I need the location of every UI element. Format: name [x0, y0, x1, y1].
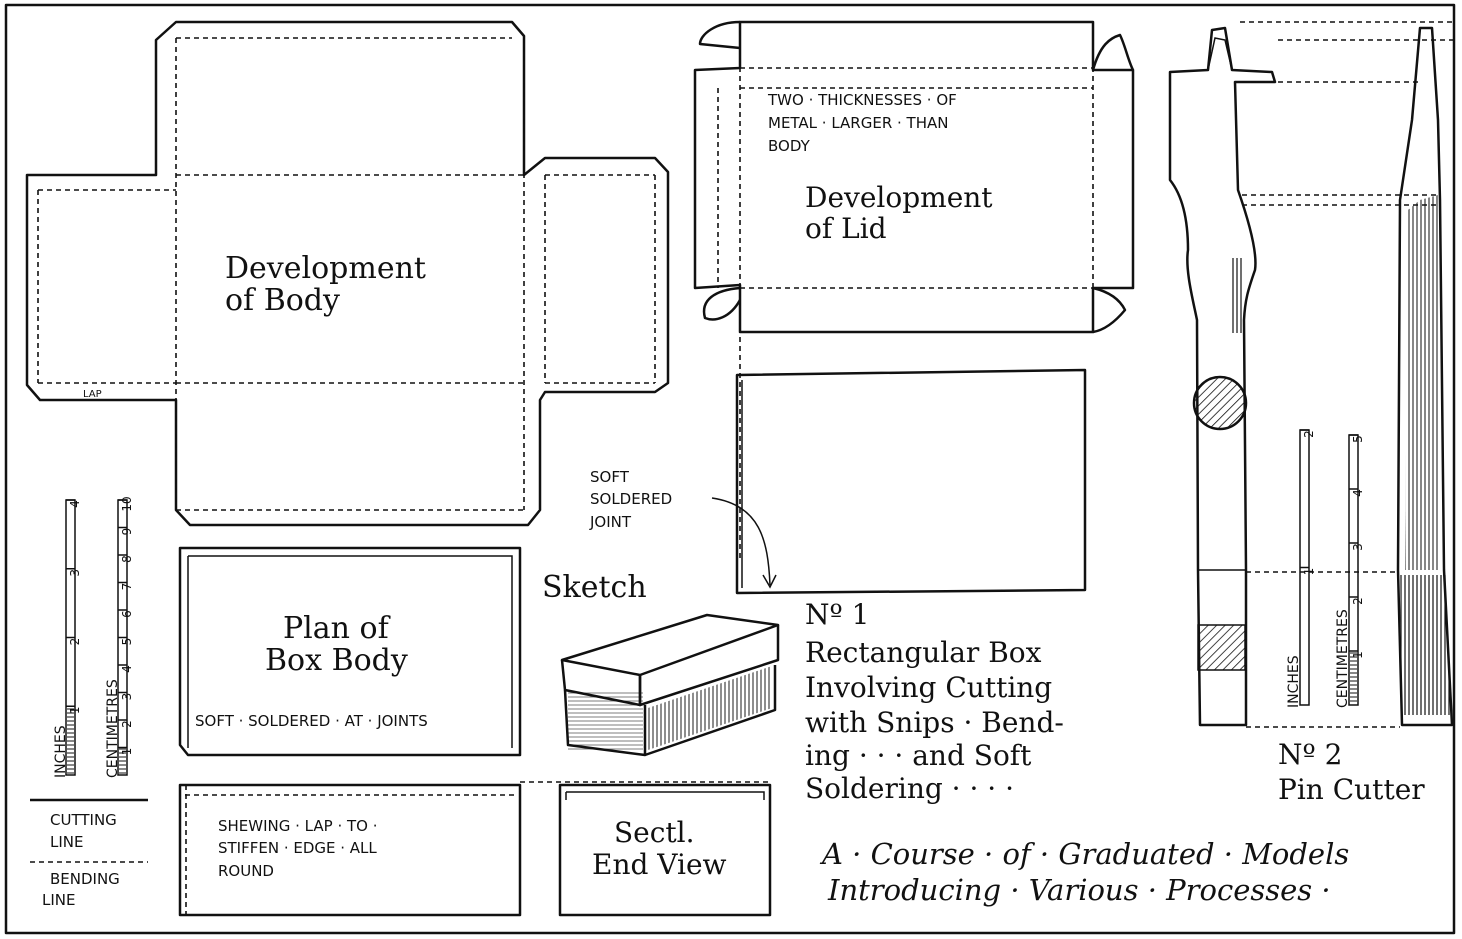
left-cm-tick-label: 5 [120, 638, 134, 646]
right-cm-tick-label: 4 [1351, 489, 1365, 497]
box-sketch: Sketch [542, 570, 780, 757]
line-legend: CUTTING LINE BENDING LINE [30, 798, 148, 909]
lap-view: SHEWING · LAP · TO · STIFFEN · EDGE · AL… [178, 781, 768, 917]
right-cm-ticks: 1 2 3 4 5 [1349, 434, 1365, 659]
lap-view-line3: ROUND [218, 862, 274, 880]
section-end-view: Sectl. End View [558, 783, 772, 917]
joint-note-line1: SOFT [590, 468, 630, 486]
cutting-line-label2: LINE [50, 833, 83, 851]
left-cm-tick-label: 9 [120, 528, 134, 536]
lid-plan: SOFT SOLDERED JOINT [589, 368, 1087, 595]
left-cm-tick-label: 4 [120, 665, 134, 673]
lid-note-line2: METAL · LARGER · THAN [768, 114, 948, 132]
model-1-number: Nº 1 [805, 598, 869, 631]
right-cm-tick-label: 5 [1351, 435, 1365, 443]
lid-note-line3: BODY [768, 137, 811, 155]
left-cm-tick-label: 8 [120, 555, 134, 563]
model-1-caption: Nº 1 Rectangular Box Involving Cutting w… [805, 598, 1064, 805]
left-cm-tick-label: 6 [120, 610, 134, 618]
left-inch-tick-label: 2 [68, 638, 82, 646]
section-line1: Sectl. [614, 816, 695, 849]
left-inch-tick-label: 3 [68, 569, 82, 577]
right-centimetres-label: CENTIMETRES [1335, 609, 1351, 708]
lid-note-line1: TWO · THICKNESSES · OF [767, 91, 957, 109]
pin-hole-section [1192, 375, 1248, 431]
left-cm-ticks: 1 2 3 4 5 6 7 8 9 10 [118, 496, 134, 755]
cutting-line-label1: CUTTING [50, 811, 117, 829]
sketch-label: Sketch [542, 570, 647, 605]
plan-title-line2: Box Body [265, 643, 408, 678]
course-title: A · Course · of · Graduated · Models Int… [819, 837, 1349, 907]
plan-title-line1: Plan of [283, 611, 391, 646]
right-inch-tick-label: 1 [1302, 568, 1316, 576]
left-cm-tick-label: 1 [120, 748, 134, 756]
joint-note-line2: SOLDERED [590, 490, 672, 508]
right-inch-tick-label: 2 [1302, 430, 1316, 438]
model-1-line1: Rectangular Box [805, 636, 1042, 669]
left-inch-tick-label: 1 [68, 706, 82, 714]
left-centimetres-label: CENTIMETRES [105, 679, 121, 778]
lap-view-line2: STIFFEN · EDGE · ALL [218, 839, 377, 857]
lap-view-line1: SHEWING · LAP · TO · [218, 817, 378, 835]
plan-note: SOFT · SOLDERED · AT · JOINTS [195, 712, 428, 730]
bending-line-label1: BENDING [50, 870, 120, 888]
left-scale: 1 2 3 4 1 2 3 4 5 6 7 8 9 10 INCHES CENTIMETRES [53, 496, 134, 778]
model-1-line5: Soldering · · · · [805, 772, 1014, 805]
joint-note-line3: JOINT [589, 513, 632, 531]
left-cm-tick-label: 10 [120, 496, 134, 511]
left-cm-tick-label: 3 [120, 693, 134, 701]
lid-development: TWO · THICKNESSES · OF METAL · LARGER · … [693, 20, 1135, 560]
lid-title-line1: Development [805, 181, 993, 214]
lid-title-line2: of Lid [805, 212, 887, 245]
plan-of-box-body: Plan of Box Body SOFT · SOLDERED · AT · … [178, 546, 522, 757]
pin-split-section [1197, 624, 1246, 671]
pin-cotter-drawing: Nº 2 Pin Cutter [1168, 21, 1455, 806]
model-1-line4: ing · · · and Soft [805, 739, 1032, 772]
right-inches-label: INCHES [1286, 655, 1302, 708]
right-cm-tick-label: 3 [1351, 543, 1365, 551]
left-cm-tick-label: 2 [120, 720, 134, 728]
left-inch-tick-label: 4 [68, 500, 82, 508]
section-line2: End View [592, 848, 727, 881]
model-1-line3: with Snips · Bend- [805, 706, 1064, 739]
model-2-number: Nº 2 [1278, 738, 1342, 771]
bending-line-label2: LINE [42, 891, 75, 909]
left-inch-ticks: 1 2 3 4 [66, 499, 82, 714]
course-title-line2: Introducing · Various · Processes · [827, 873, 1331, 907]
model-2-name: Pin Cutter [1278, 773, 1425, 806]
body-development: Development of Body LAP [25, 20, 670, 527]
left-cm-tick-label: 7 [120, 583, 134, 591]
right-cm-tick-label: 2 [1351, 597, 1365, 605]
right-cm-tick-label: 1 [1351, 651, 1365, 659]
body-title-line2: of Body [225, 283, 340, 318]
right-inch-ticks: 12 [1300, 429, 1316, 576]
sheet-border [4, 3, 1456, 935]
model-1-line2: Involving Cutting [805, 671, 1052, 704]
course-title-line1: A · Course · of · Graduated · Models [819, 837, 1349, 871]
lap-label: LAP [83, 389, 102, 400]
left-inches-label: INCHES [53, 725, 69, 778]
body-title-line1: Development [225, 251, 426, 286]
